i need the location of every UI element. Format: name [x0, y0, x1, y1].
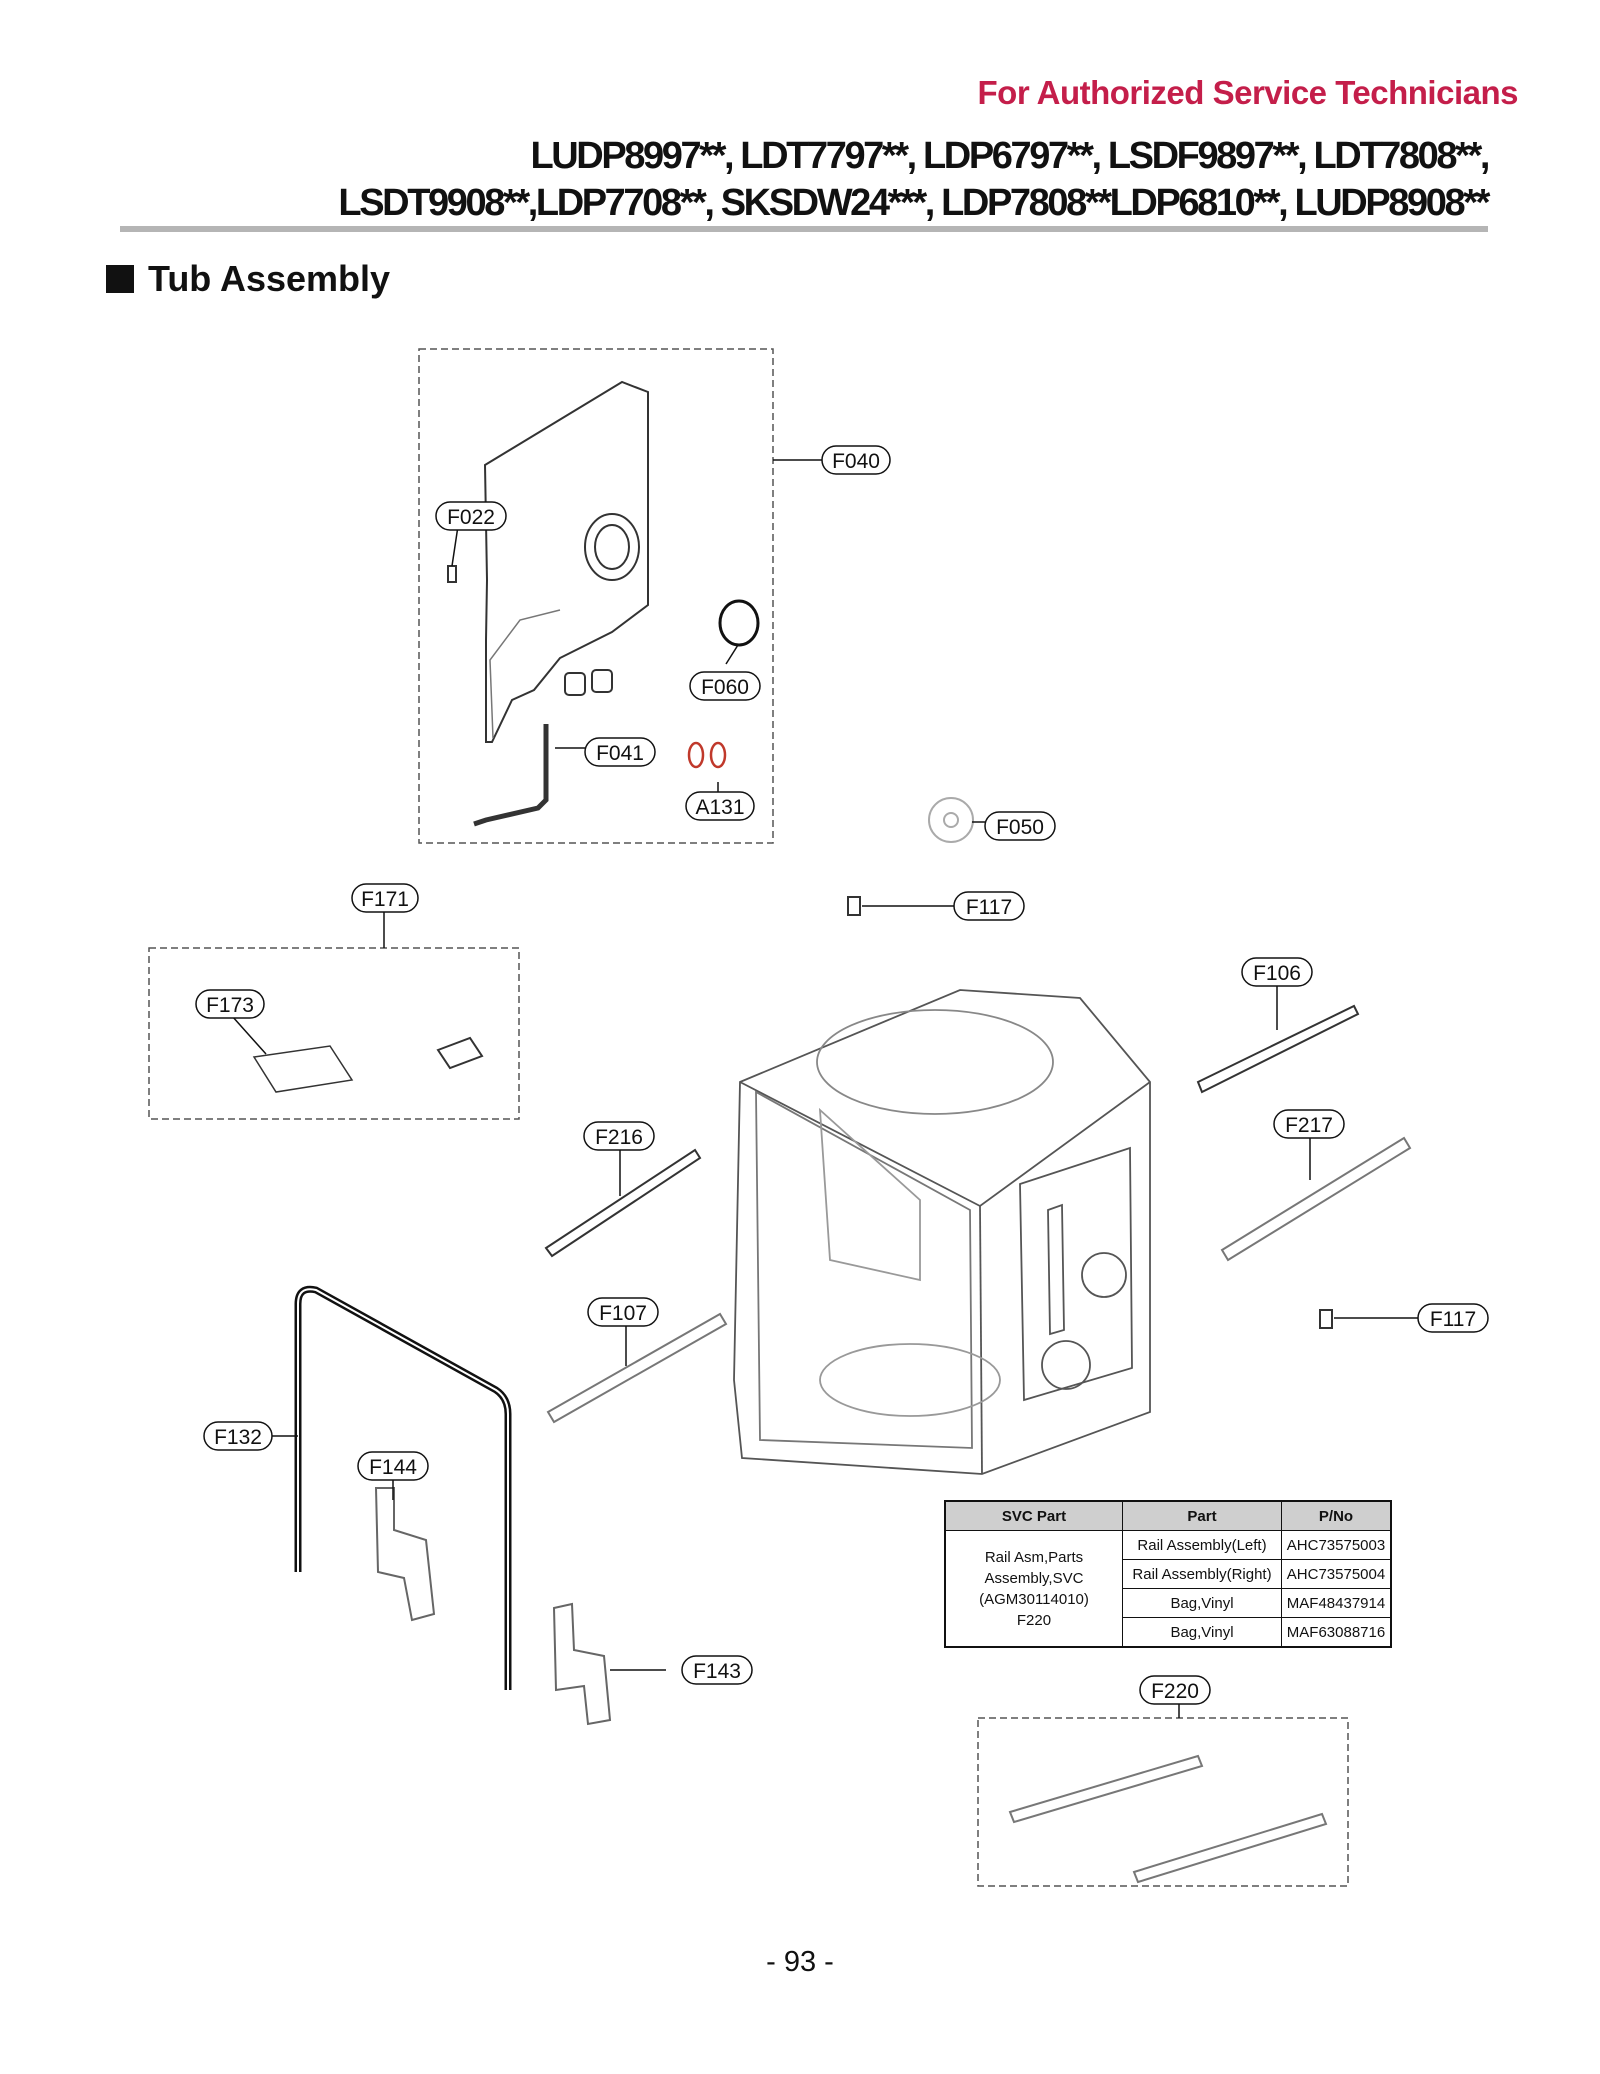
part-cell: Rail Assembly(Right)	[1122, 1559, 1282, 1589]
group-box-f220	[977, 1717, 1349, 1887]
clip-f117-right-drawing	[1319, 1309, 1333, 1329]
hose-drawing	[473, 724, 549, 827]
callout-label-f132: F132	[214, 1426, 262, 1449]
filter-disc-drawing	[928, 797, 974, 843]
callout-label-f143: F143	[693, 1660, 741, 1683]
table-row: Bag,Vinyl MAF48437914	[945, 1588, 1392, 1618]
callout-f173	[195, 989, 265, 1019]
header-tagline: For Authorized Service Technicians	[977, 74, 1519, 111]
hinge-f144-drawing	[374, 1487, 436, 1622]
svc-part-line: Rail Asm,Parts	[984, 1548, 1084, 1566]
part-cell: Rail Assembly(Left)	[1122, 1530, 1282, 1560]
callout-f144	[357, 1451, 429, 1481]
pno-cell: MAF48437914	[1281, 1588, 1392, 1618]
svc-part-line: F220	[1016, 1611, 1052, 1629]
callout-f171	[351, 883, 419, 913]
svc-part-line: Assembly,SVC	[984, 1569, 1084, 1587]
callout-f040	[821, 445, 891, 475]
callout-label-f144: F144	[369, 1456, 417, 1479]
callout-label-f171: F171	[361, 888, 409, 911]
callout-f132	[203, 1421, 273, 1451]
rail-f106-drawing	[1196, 1004, 1360, 1094]
clip-f117-top-drawing	[847, 896, 861, 916]
callout-label-f173: F173	[206, 994, 254, 1017]
callout-f220	[1139, 1675, 1211, 1705]
svc-part-cell: Rail Asm,Parts Assembly,SVC (AGM30114010…	[944, 1530, 1123, 1648]
sheet-drawing	[252, 1045, 354, 1093]
callout-label-f220: F220	[1151, 1680, 1199, 1703]
callout-label-f217: F217	[1285, 1114, 1333, 1137]
rail-f217-drawing	[1220, 1136, 1412, 1262]
callout-f117-right	[1417, 1303, 1489, 1333]
square-bullet-icon	[106, 265, 134, 293]
table-row: Bag,Vinyl MAF63088716	[945, 1617, 1392, 1648]
header-divider	[120, 226, 1488, 232]
leader-lines	[231, 459, 1418, 1718]
callout-label-f050: F050	[996, 816, 1044, 839]
part-cell: Bag,Vinyl	[1122, 1617, 1282, 1648]
model-list-line-1: LUDP8997**, LDT7797**, LDP6797**, LSDF98…	[530, 135, 1490, 177]
connector-drawing	[436, 1036, 484, 1070]
door-gasket-drawing	[294, 1285, 512, 1690]
col-header-part: Part	[1122, 1500, 1282, 1531]
callout-label-f041: F041	[596, 742, 644, 765]
callout-f143	[681, 1655, 753, 1685]
group-box-f171	[148, 947, 520, 1120]
rail-f216-drawing	[544, 1148, 702, 1258]
callout-f216	[583, 1121, 655, 1151]
svc-parts-table: SVC Part Part P/No Rail Asm,Parts Assemb…	[944, 1500, 1392, 1648]
rail-f220-left-drawing	[1008, 1754, 1204, 1824]
callout-label-f060: F060	[701, 676, 749, 699]
o-ring-drawing	[718, 599, 760, 647]
clip-drawing	[447, 565, 457, 583]
table-row: Rail Asm,Parts Assembly,SVC (AGM30114010…	[944, 1530, 1392, 1648]
callout-label-f106: F106	[1253, 962, 1301, 985]
callout-label-f040: F040	[832, 450, 880, 473]
section-heading: Tub Assembly	[106, 258, 390, 300]
callout-f041	[584, 737, 656, 767]
tub-body-drawing	[733, 989, 1151, 1475]
rail-f220-right-drawing	[1132, 1812, 1328, 1884]
page-number: - 93 -	[766, 1946, 834, 1978]
callout-a131	[685, 791, 755, 821]
pno-cell: AHC73575004	[1281, 1559, 1392, 1589]
callout-label-a131: A131	[695, 796, 744, 819]
pno-cell: MAF63088716	[1281, 1617, 1392, 1648]
callout-label-f117-right: F117	[1430, 1308, 1476, 1331]
callout-label-f117-top: F117	[966, 896, 1012, 919]
table-row: Rail Assembly(Right) AHC73575004	[945, 1559, 1392, 1589]
callout-f106	[1241, 957, 1313, 987]
panel-port-drawing	[584, 513, 640, 581]
pno-cell: AHC73575003	[1281, 1530, 1392, 1560]
part-cell: Bag,Vinyl	[1122, 1588, 1282, 1618]
col-header-svc-part: SVC Part	[944, 1500, 1123, 1531]
table-header-row: SVC Part Part P/No	[944, 1500, 1392, 1531]
callout-label-f216: F216	[595, 1126, 643, 1149]
sump-panel-drawing	[483, 380, 649, 743]
svc-part-line: (AGM30114010)	[979, 1590, 1089, 1608]
section-title: Tub Assembly	[148, 258, 391, 299]
a131-rings-drawing	[687, 741, 727, 769]
col-header-pno: P/No	[1281, 1500, 1392, 1531]
callout-f022	[435, 501, 507, 531]
callout-f217	[1273, 1109, 1345, 1139]
callout-label-f107: F107	[599, 1302, 647, 1325]
model-list-line-2: LSDT9908**,LDP7708**, SKSDW24***, LDP780…	[338, 182, 1490, 224]
callout-label-f022: F022	[447, 506, 495, 529]
group-box-drain-cover	[418, 348, 774, 844]
callout-f060	[689, 671, 761, 701]
rail-f107-drawing	[546, 1312, 728, 1424]
hinge-f143-drawing	[552, 1602, 612, 1726]
callout-f117-top	[953, 891, 1025, 921]
callout-f107	[587, 1297, 659, 1327]
callout-f050	[984, 811, 1056, 841]
